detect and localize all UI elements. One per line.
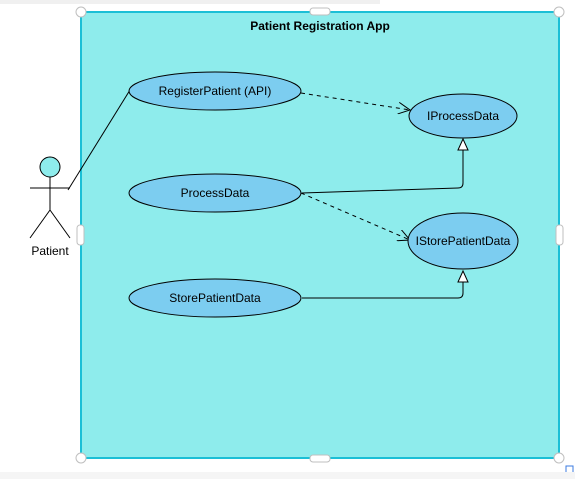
use-case-register-label: RegisterPatient (API) xyxy=(159,84,272,98)
realization-store-istore[interactable] xyxy=(302,269,469,299)
actor-head xyxy=(39,156,61,178)
use-case-store-patient-data[interactable]: StorePatientData xyxy=(128,278,302,318)
actor-label: Patient xyxy=(31,244,69,258)
use-case-store-label: StorePatientData xyxy=(169,291,261,305)
top-ruler xyxy=(0,0,380,4)
selection-handles xyxy=(75,6,574,474)
association-line[interactable] xyxy=(67,89,131,191)
use-case-process-label: ProcessData xyxy=(181,186,250,200)
resize-handle-top-left[interactable] xyxy=(75,6,87,18)
resize-handle-bottom-right[interactable] xyxy=(553,452,565,464)
resize-handle-left[interactable] xyxy=(76,224,85,246)
use-case-process-data[interactable]: ProcessData xyxy=(128,173,302,213)
realization-process-iprocess[interactable] xyxy=(301,137,469,194)
actor-left-leg xyxy=(29,209,51,239)
dependency-register-iprocess[interactable] xyxy=(300,92,410,110)
interface-istorepatientdata[interactable]: IStorePatientData xyxy=(407,212,519,270)
interface-istore-label: IStorePatientData xyxy=(416,234,511,248)
use-case-store-ellipse xyxy=(128,278,302,318)
interface-iprocess-label: IProcessData xyxy=(427,109,499,123)
resize-handle-bottom[interactable] xyxy=(309,454,331,463)
duplicate-handle-icon[interactable] xyxy=(565,465,574,474)
bottom-bar xyxy=(0,472,575,479)
actor-right-leg xyxy=(49,209,71,239)
use-case-register-ellipse xyxy=(128,71,302,111)
interface-iprocessdata[interactable]: IProcessData xyxy=(408,93,518,139)
interface-istore-ellipse xyxy=(407,212,519,270)
use-case-process-ellipse xyxy=(128,173,302,213)
actor-patient[interactable]: Patient xyxy=(29,156,71,258)
resize-handle-top-right[interactable] xyxy=(553,6,565,18)
resize-handle-right[interactable] xyxy=(555,224,564,246)
use-case-register-patient[interactable]: RegisterPatient (API) xyxy=(128,71,302,111)
dependency-process-istore[interactable] xyxy=(300,192,410,240)
interface-iprocess-ellipse xyxy=(408,93,518,139)
resize-handle-bottom-left[interactable] xyxy=(75,452,87,464)
system-title: Patient Registration App xyxy=(250,19,390,33)
resize-handle-top[interactable] xyxy=(309,7,331,16)
